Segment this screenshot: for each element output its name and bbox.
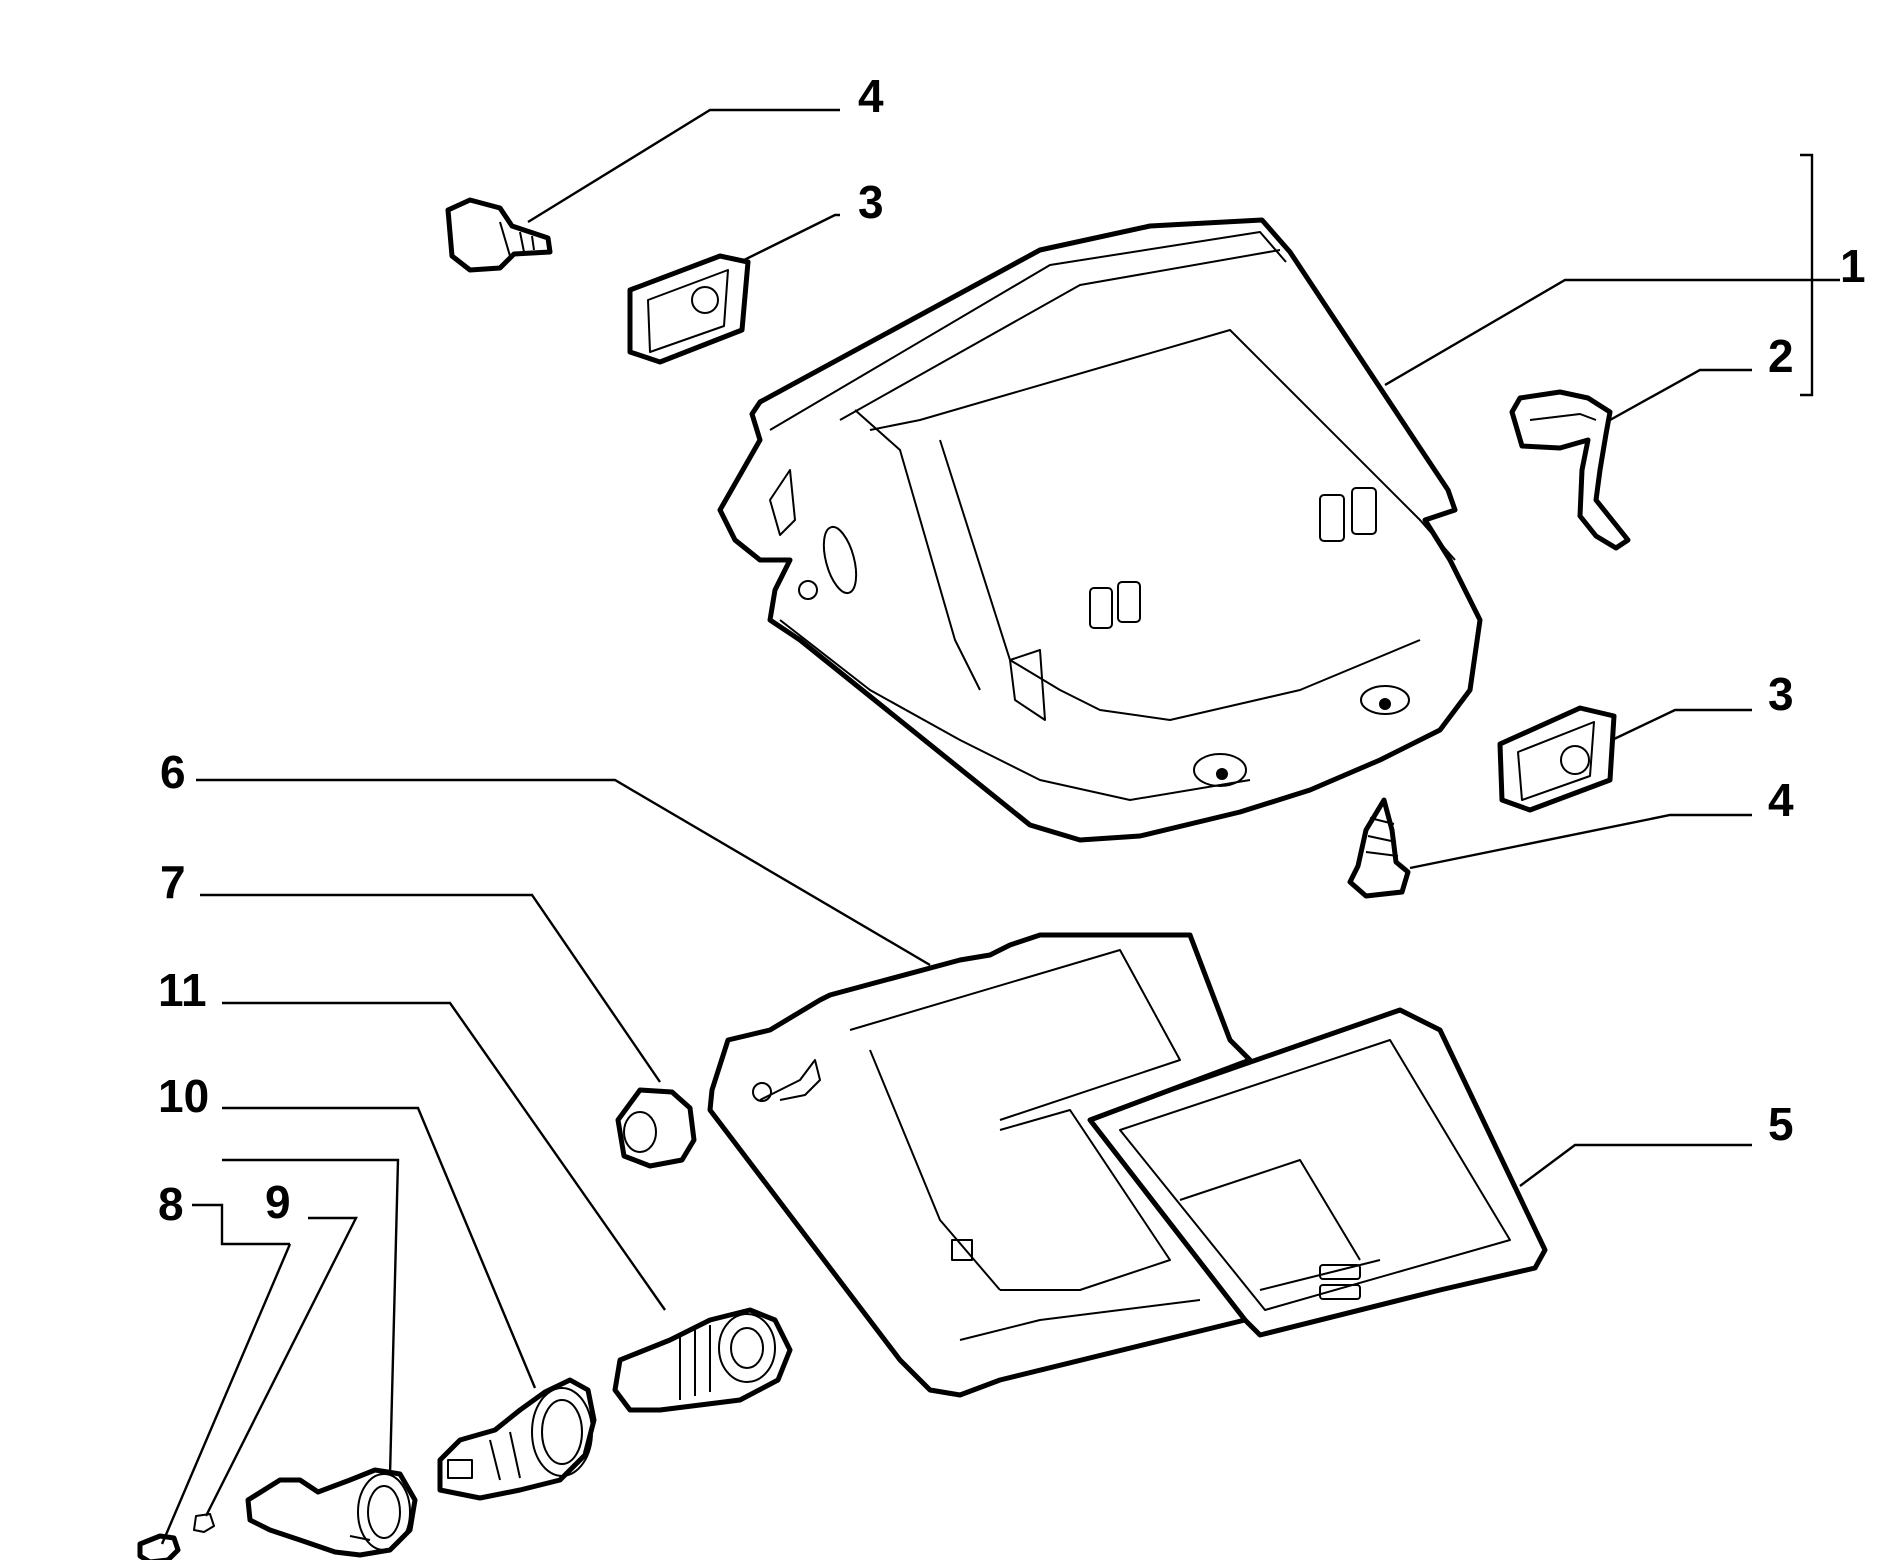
callout-4-top: 4 (858, 70, 884, 122)
callout-10: 10 (158, 1070, 209, 1122)
part-7-bumper (615, 1087, 697, 1169)
part-5-tray (1087, 1007, 1548, 1338)
part-10-lighter-socket (437, 1377, 597, 1501)
part-3-clip-right (1497, 705, 1617, 813)
callout-3-top: 3 (858, 176, 884, 228)
part-9-bulb-holder (245, 1467, 418, 1558)
callout-3-right: 3 (1768, 668, 1794, 720)
part-4-screw-top (445, 197, 553, 273)
callout-9: 9 (265, 1176, 291, 1228)
callout-8: 8 (158, 1178, 184, 1230)
callout-7: 7 (160, 856, 186, 908)
part-11-lighter-insert (612, 1307, 793, 1413)
callout-1: 1 (1840, 240, 1866, 292)
callout-6: 6 (160, 746, 186, 798)
callout-labels: 4 3 1 2 3 4 6 7 11 10 8 9 5 (158, 70, 1866, 1230)
part-4-screw-right (1347, 797, 1411, 899)
callout-2: 2 (1768, 330, 1794, 382)
callout-5: 5 (1768, 1098, 1794, 1150)
callout-4-right: 4 (1768, 774, 1794, 826)
part-8-bulb (137, 1513, 215, 1560)
callout-11: 11 (158, 964, 207, 1016)
leader-lines (160, 108, 1840, 1545)
part-3-clip-top (627, 253, 751, 365)
part-1-upper-housing (717, 217, 1483, 843)
part-6-glove-box (707, 932, 1253, 1398)
part-2-bracket (1509, 389, 1631, 551)
